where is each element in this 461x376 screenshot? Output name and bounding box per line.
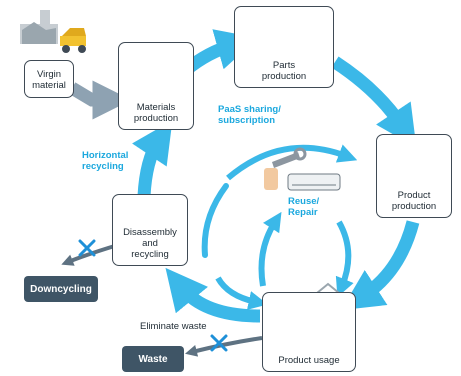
reuse-repair-label: Reuse/ Repair: [288, 196, 320, 218]
arrow-parts-to-product: [331, 56, 417, 148]
arrow-reuse-left: [258, 211, 282, 287]
downcycling-box: Downcycling: [24, 276, 98, 302]
cross-icon-waste: [210, 334, 228, 352]
eliminate-waste-label: Eliminate waste: [140, 321, 207, 332]
arrow-product-to-usage: [341, 220, 420, 311]
node-product-usage: Product usage: [262, 292, 356, 372]
air-conditioner-icon-repair: [287, 173, 341, 191]
cross-icon-downcycling: [78, 239, 96, 257]
supply-arrow: [68, 80, 132, 120]
arrow-paas-left: [201, 183, 229, 258]
arrow-to-waste: [185, 336, 263, 357]
horizontal-recycling-label: Horizontal recycling: [82, 150, 129, 172]
waste-box: Waste: [122, 346, 184, 372]
node-disassembly-recycling: Disassembly and recycling: [112, 194, 188, 266]
node-product-production: Product production: [376, 134, 452, 218]
wrench-icon: [264, 147, 307, 190]
arrow-paas-bottom: [215, 276, 268, 310]
arrow-usage-to-disassembly: [165, 267, 261, 323]
paas-label: PaaS sharing/ subscription: [218, 104, 281, 126]
disassembly-label: Disassembly and recycling: [123, 227, 177, 260]
mine-truck-icon: [20, 10, 86, 53]
arrow-paas-top: [226, 144, 358, 181]
arrow-reuse-right: [335, 220, 354, 298]
arrow-disassembly-to-materials: [132, 120, 173, 197]
materials-production-label: Materials production: [133, 102, 179, 124]
product-usage-label: Product usage: [278, 355, 340, 366]
virgin-material-label: Virgin material: [32, 69, 66, 91]
node-materials-production: Materials production: [118, 42, 194, 130]
parts-production-label: Parts production: [261, 60, 307, 82]
product-production-label: Product production: [391, 190, 437, 212]
node-virgin-material: Virgin material: [24, 60, 74, 98]
node-parts-production: Parts production: [234, 6, 334, 88]
